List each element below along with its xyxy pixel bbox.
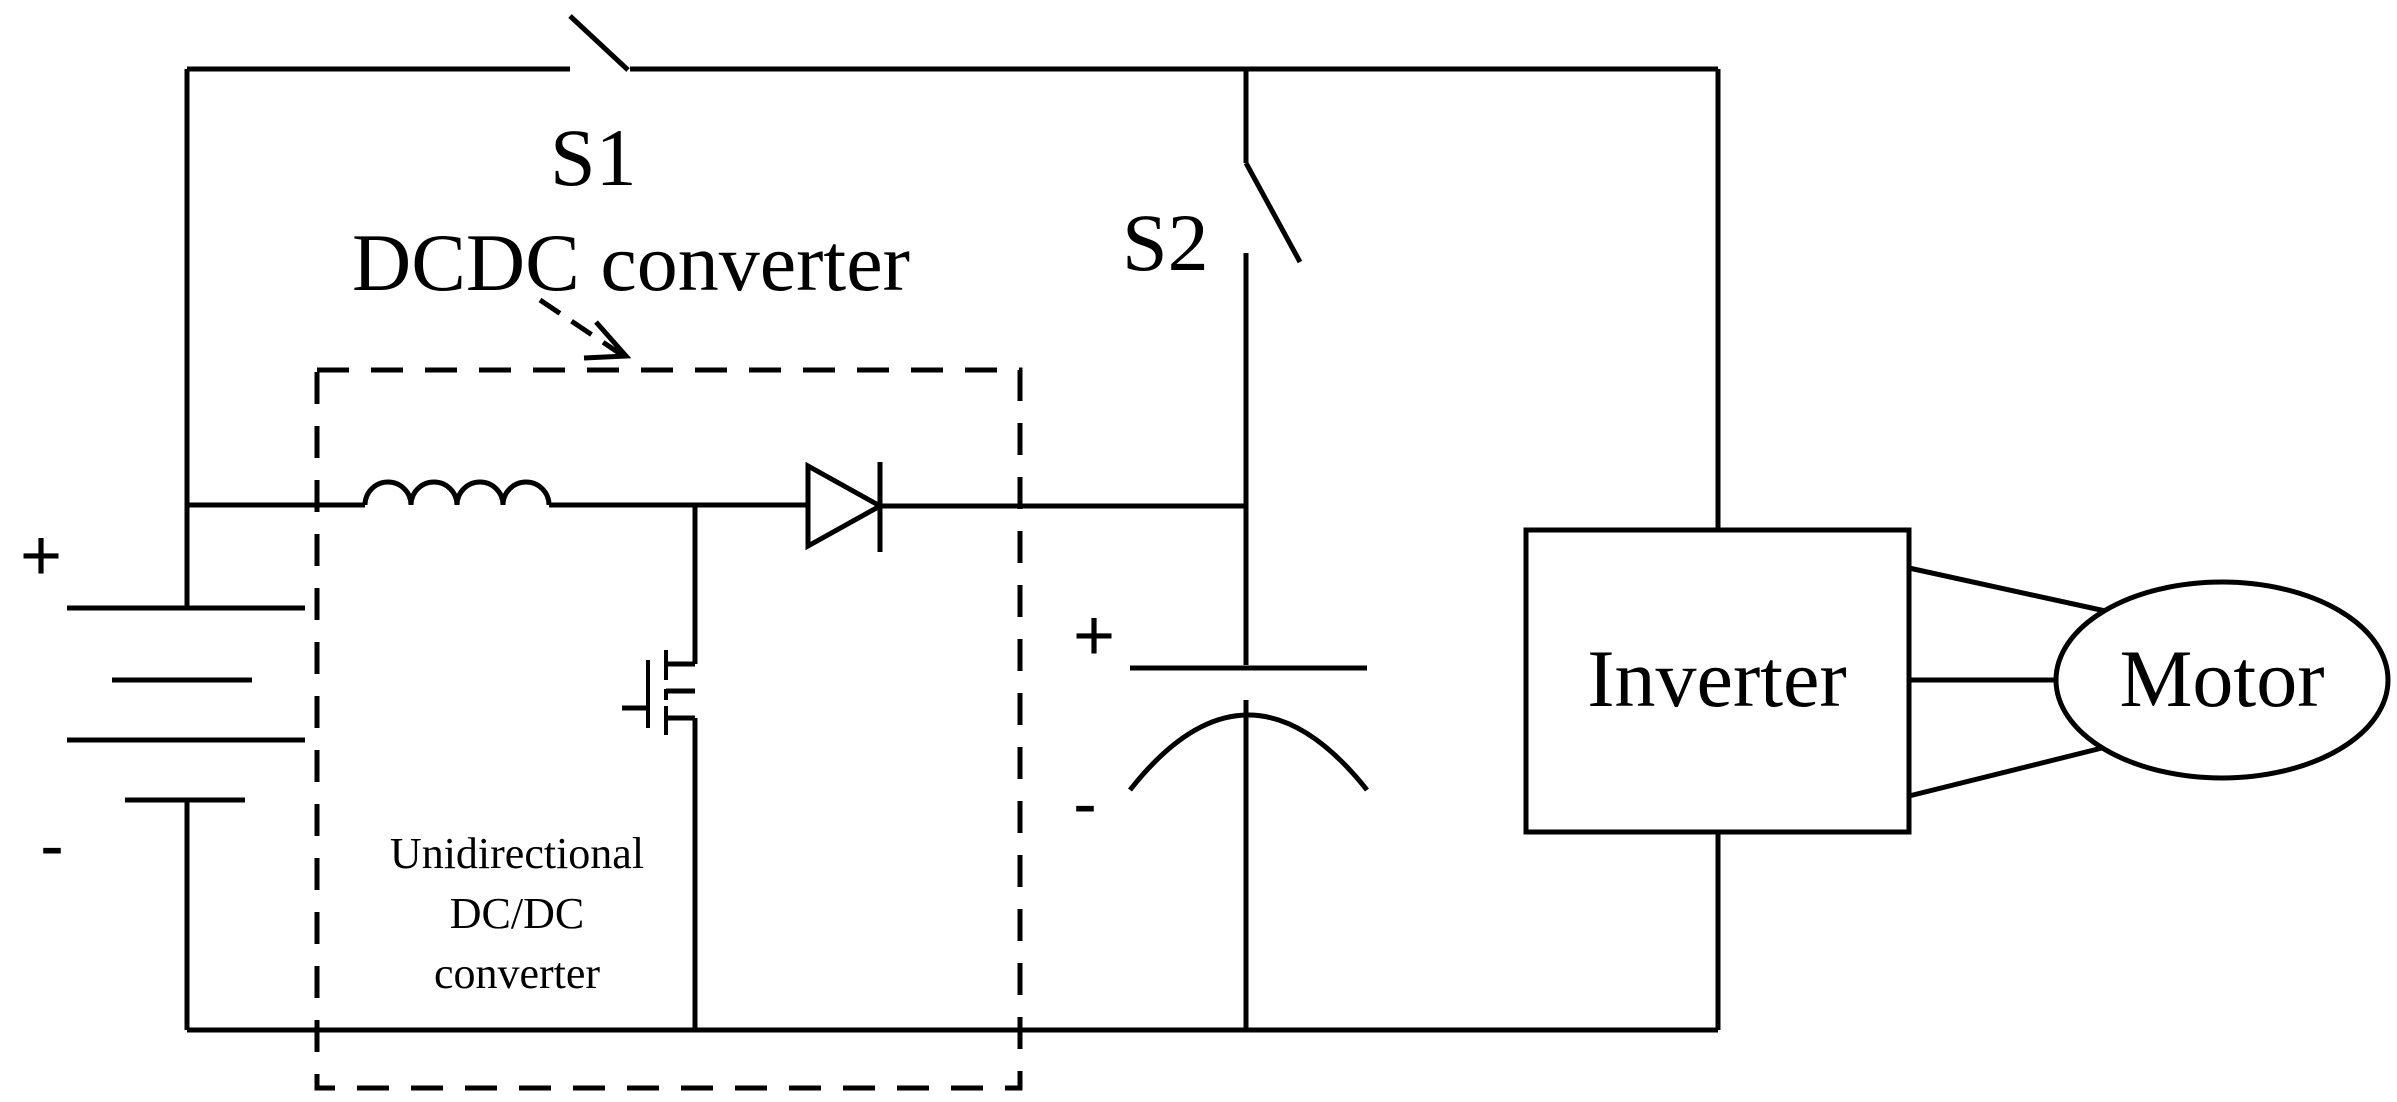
inner-label-line1: Unidirectional <box>390 829 644 878</box>
motor-phase-wires <box>1908 565 2111 799</box>
inverter-block: Inverter <box>1523 527 1912 835</box>
capacitor-plus-label: + <box>1073 596 1115 676</box>
capacitor-minus-label: - <box>1073 764 1097 844</box>
motor-label: Motor <box>2120 633 2325 724</box>
inner-label-line2: DC/DC <box>450 889 584 938</box>
mosfet-icon <box>622 505 698 1030</box>
dcdc-arrow-icon <box>538 297 632 361</box>
motor-block: Motor <box>2053 579 2391 781</box>
s1-label: S1 <box>550 112 637 203</box>
diode-icon <box>805 461 1246 552</box>
switch-s2-icon <box>1243 161 1303 264</box>
dcdc-boundary <box>314 367 1023 1091</box>
inner-label-line3: converter <box>434 949 600 998</box>
capacitor-icon <box>1128 665 1369 1030</box>
switch-s1-icon <box>568 14 630 80</box>
inverter-label: Inverter <box>1587 633 1847 724</box>
s2-label: S2 <box>1122 197 1209 288</box>
battery-plus-label: + <box>20 516 62 596</box>
battery-icon <box>67 605 305 803</box>
inductor-icon <box>187 479 808 508</box>
battery-minus-label: - <box>40 806 64 886</box>
dcdc-title: DCDC converter <box>352 217 910 308</box>
